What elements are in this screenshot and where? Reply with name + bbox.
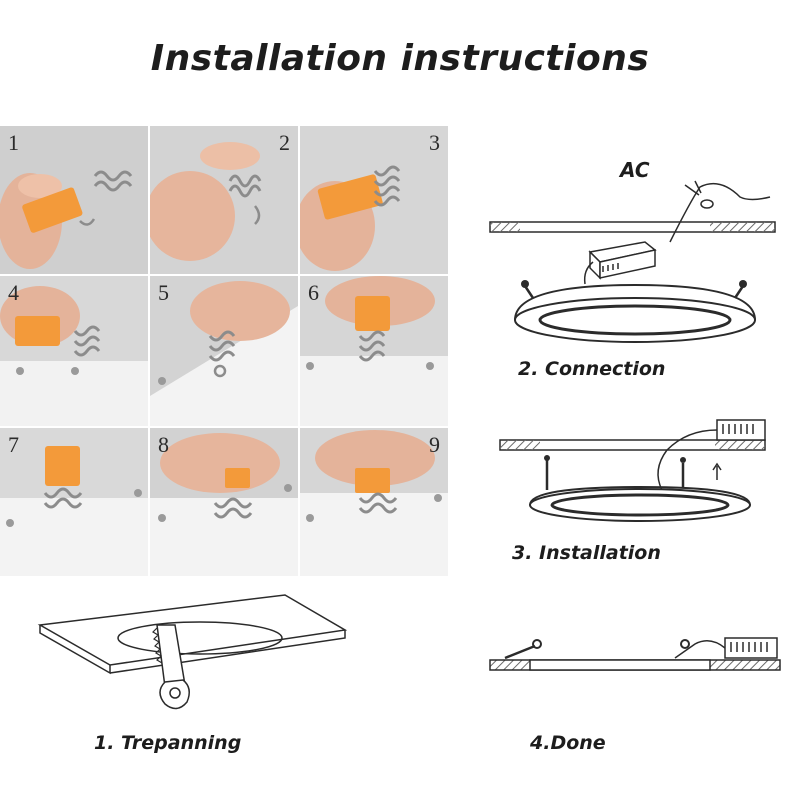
step-number: 9 (429, 432, 440, 457)
panel-clip-illustration (150, 281, 298, 426)
step-number: 6 (308, 280, 319, 305)
step-number: 4 (8, 280, 19, 305)
photo-step-9: 9 (300, 428, 448, 576)
photo-step-7: 7 (0, 428, 148, 576)
ac-wire (669, 182, 771, 243)
photo-step-6: 6 (300, 276, 448, 426)
page-title: Installation instructions (150, 38, 650, 79)
driver-box (588, 241, 657, 280)
led-panel-light (514, 280, 756, 343)
step-number: 7 (8, 432, 19, 457)
photo-step-2: 2 (150, 126, 298, 274)
saw-icon (152, 624, 190, 710)
step-number: 2 (279, 130, 290, 155)
trepanning-diagram (37, 594, 348, 710)
ac-label: AC (620, 158, 650, 182)
photo-step-1: 1 (0, 126, 148, 274)
led-panel-light (529, 455, 751, 522)
panel-clip-illustration (0, 286, 148, 426)
panel-clip-illustration (300, 430, 448, 576)
wire-connector-icon (700, 199, 714, 209)
driver-box (724, 637, 778, 659)
photo-step-3: 3 (300, 126, 448, 274)
hand-clip-illustration (150, 142, 262, 261)
step-caption-connection: 2. Connection (518, 358, 666, 380)
ceiling-board (37, 594, 348, 675)
photo-step-4: 4 (0, 276, 148, 426)
step-number: 3 (429, 130, 440, 155)
panel-clip-illustration (300, 276, 448, 426)
driver-box (716, 419, 766, 441)
connection-diagram (489, 180, 776, 343)
ceiling-board (489, 659, 781, 671)
ceiling-board (499, 439, 766, 451)
step-caption-installation: 3. Installation (512, 542, 661, 564)
cut-hole (117, 621, 283, 655)
step-number: 1 (8, 130, 19, 155)
step-number: 5 (158, 280, 169, 305)
installation-diagram (499, 419, 766, 522)
photo-step-grid: 1 2 3 (0, 126, 448, 576)
panel-clip-illustration (150, 433, 298, 576)
photo-step-5: 5 (150, 276, 298, 426)
step-caption-done: 4.Done (530, 732, 606, 754)
done-diagram (489, 637, 781, 671)
ceiling-board (489, 221, 776, 233)
step-caption-trepanning: 1. Trepanning (94, 732, 242, 754)
panel-clip-illustration (0, 446, 148, 576)
hand-clip-illustration (0, 170, 133, 269)
hand-clip-illustration (300, 165, 401, 271)
photo-step-8: 8 (150, 428, 298, 576)
step-number: 8 (158, 432, 169, 457)
